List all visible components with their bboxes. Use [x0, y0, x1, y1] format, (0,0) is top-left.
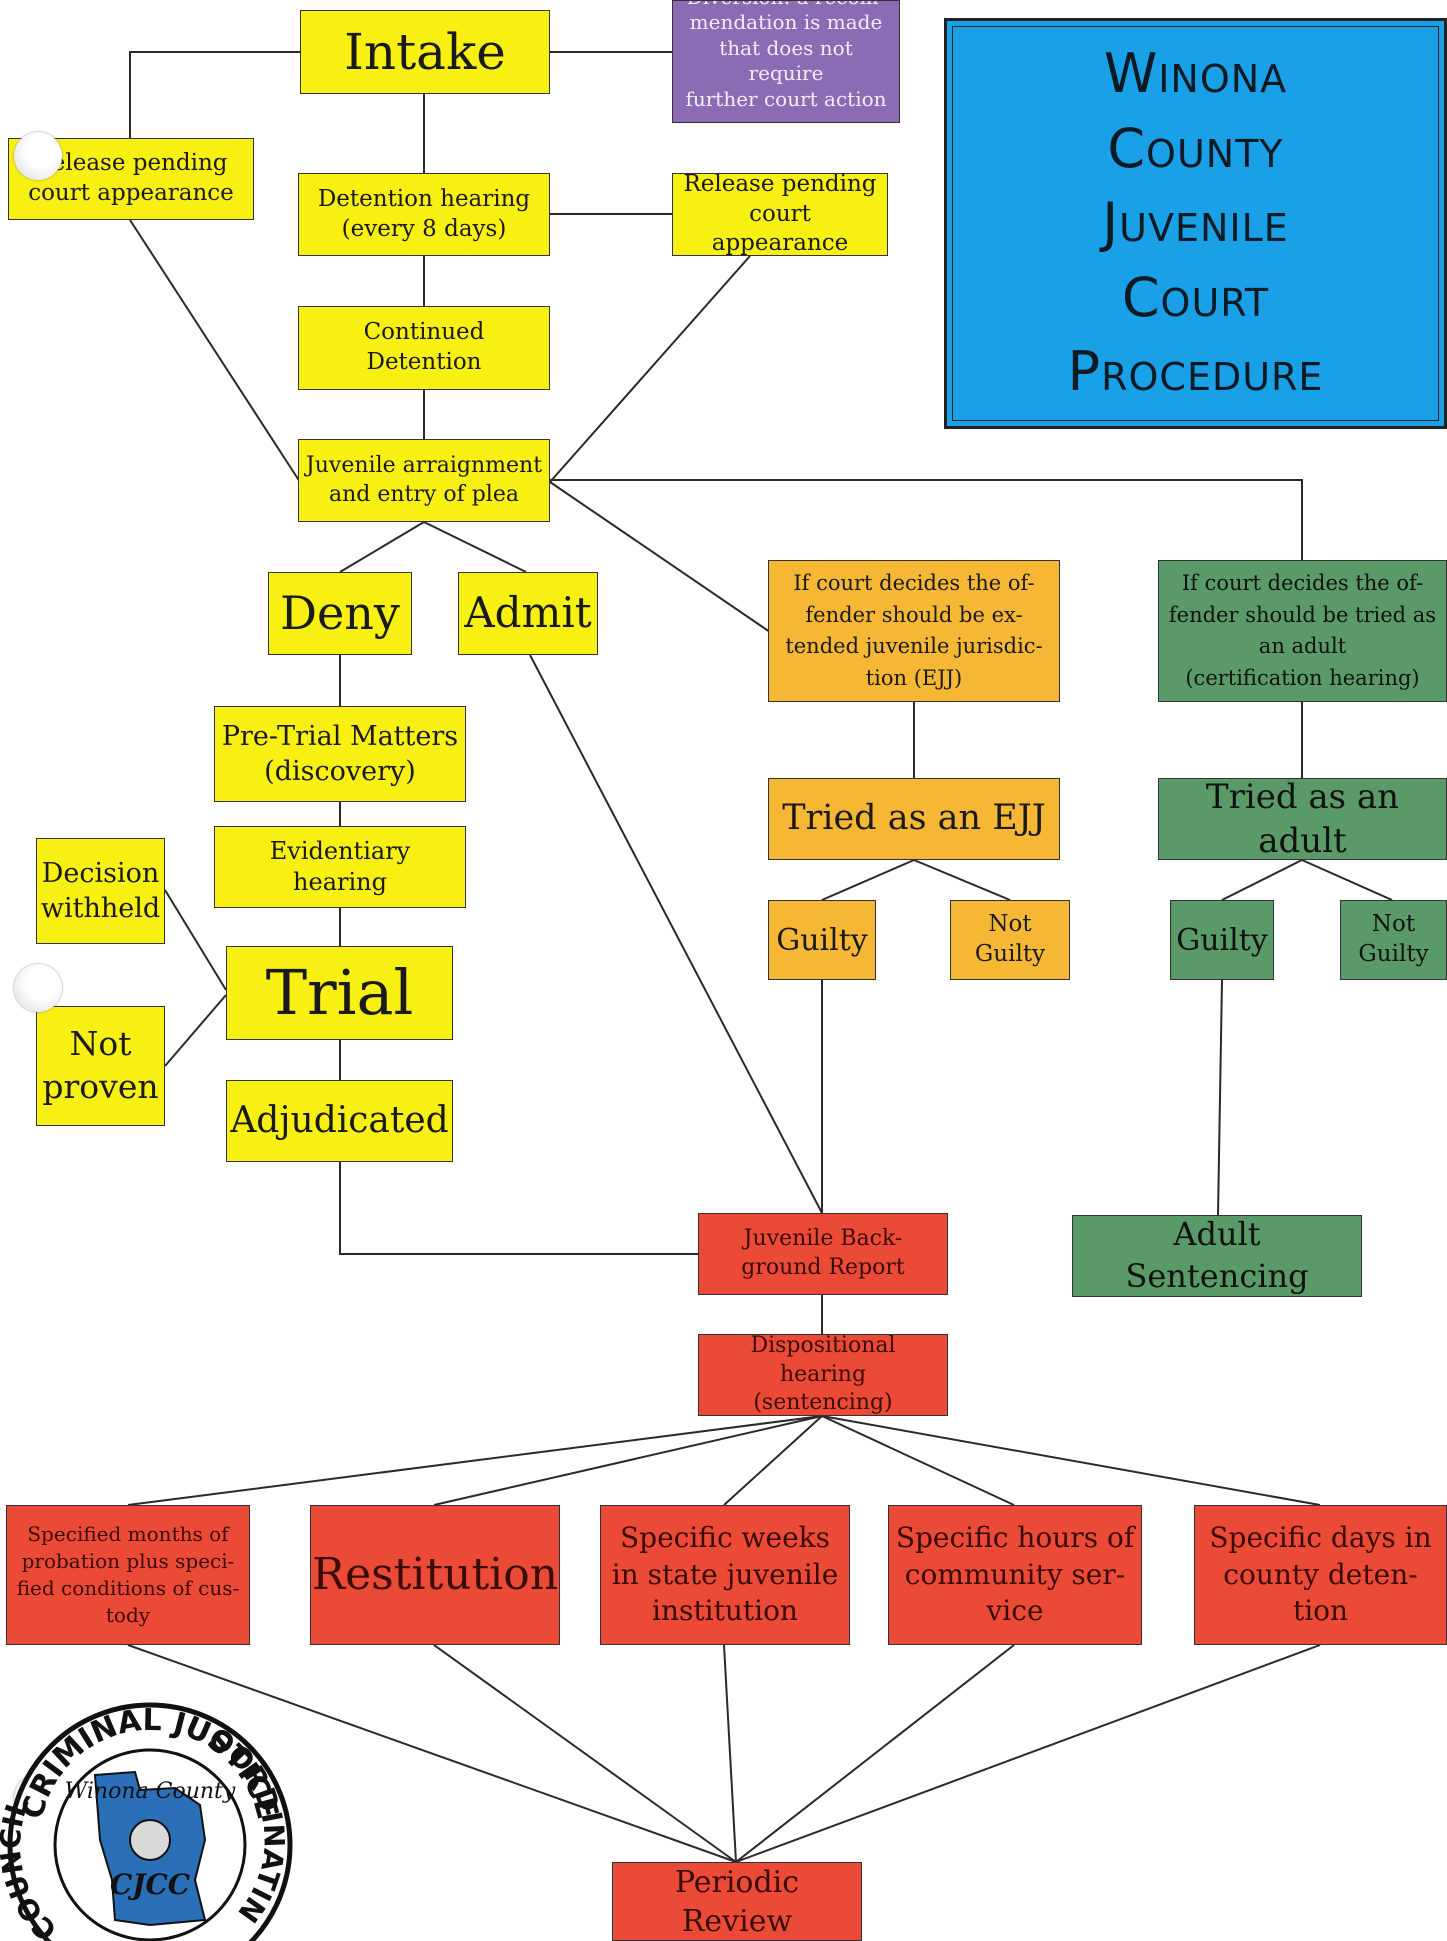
node-background-report: Juvenile Back- ground Report	[698, 1213, 948, 1295]
node-ejj-decision: If court decides the of- fender should b…	[768, 560, 1060, 702]
title-line: County	[1107, 116, 1284, 180]
title-line: Court	[1121, 265, 1270, 329]
node-admit: Admit	[458, 572, 598, 655]
seal-center-text: Winona County	[65, 1779, 236, 1804]
title-line: Juvenile	[1102, 191, 1289, 255]
node-deny: Deny	[268, 572, 412, 655]
node-arraignment: Juvenile arraignment and entry of plea	[298, 439, 550, 522]
title-line: Procedure	[1067, 340, 1324, 404]
node-ejj-not-guilty: Not Guilty	[950, 900, 1070, 980]
page-title: Winona County Juvenile Court Procedure	[1068, 37, 1324, 410]
node-restitution: Restitution	[310, 1505, 560, 1645]
node-dispositional-hearing: Dispositional hearing (sentencing)	[698, 1334, 948, 1416]
seal-badge-text: CJCC	[110, 1868, 191, 1901]
node-detention-hearing: Detention hearing (every 8 days)	[298, 173, 550, 256]
node-decision-withheld: Decision withheld	[36, 838, 165, 944]
node-pretrial: Pre-Trial Matters (discovery)	[214, 706, 466, 802]
node-adult-decision: If court decides the of- fender should b…	[1158, 560, 1447, 702]
node-release-right: Release pending court appearance	[672, 173, 888, 256]
node-tried-ejj: Tried as an EJJ	[768, 778, 1060, 860]
scales-icon	[129, 1819, 171, 1861]
node-county-detention: Specific days in county deten- tion	[1194, 1505, 1447, 1645]
node-adult-not-guilty: Not Guilty	[1340, 900, 1447, 980]
node-ejj-guilty: Guilty	[768, 900, 876, 980]
node-adjudicated: Adjudicated	[226, 1080, 453, 1162]
node-community-service: Specific hours of community ser- vice	[888, 1505, 1142, 1645]
node-trial: Trial	[226, 946, 453, 1040]
node-diversion: Diversion: a recom- mendation is made th…	[672, 0, 900, 123]
node-periodic-review: Periodic Review	[612, 1862, 862, 1941]
node-adult-guilty: Guilty	[1170, 900, 1274, 980]
node-not-proven: Not proven	[36, 1006, 165, 1126]
node-adult-sentencing: Adult Sentencing	[1072, 1215, 1362, 1297]
binder-hole	[14, 132, 62, 180]
node-continued-detention: Continued Detention	[298, 306, 550, 390]
title-line: Winona	[1103, 42, 1288, 106]
node-probation: Specified months of probation plus speci…	[6, 1505, 250, 1645]
title-panel: Winona County Juvenile Court Procedure	[944, 18, 1447, 429]
node-tried-adult: Tried as an adult	[1158, 778, 1447, 860]
binder-hole	[14, 964, 62, 1012]
cjcc-seal-logo: CRIMINAL JUSTICE COORDINATING COUNCIL Wi…	[0, 1680, 293, 1941]
node-state-institution: Specific weeks in state juvenile institu…	[600, 1505, 850, 1645]
node-evidentiary: Evidentiary hearing	[214, 826, 466, 908]
node-intake: Intake	[300, 10, 550, 94]
